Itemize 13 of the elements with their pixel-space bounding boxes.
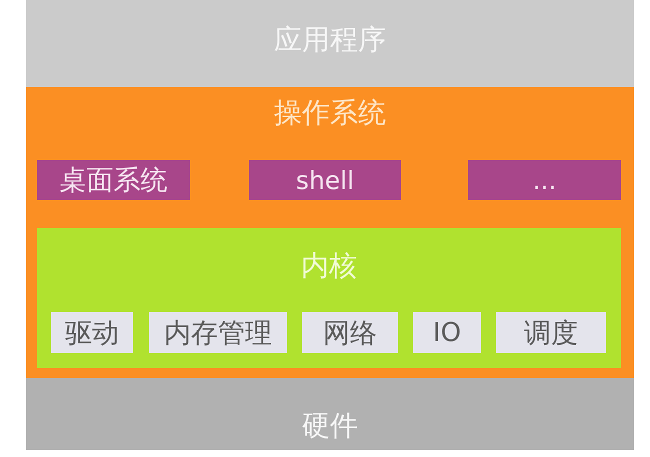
module-box: 驱动 bbox=[51, 312, 133, 353]
component-box: 桌面系统 bbox=[37, 160, 190, 200]
kernel-panel bbox=[37, 228, 621, 368]
layer-band: 硬件 bbox=[26, 378, 634, 450]
module-box: 内存管理 bbox=[149, 312, 287, 353]
layer-title: 操作系统 bbox=[273, 96, 387, 130]
layer-band bbox=[26, 87, 634, 378]
component-box: shell bbox=[249, 160, 401, 200]
component-box: ... bbox=[468, 160, 621, 200]
kernel-title: 内核 bbox=[300, 249, 358, 283]
module-box: 网络 bbox=[302, 312, 398, 353]
module-box: IO bbox=[413, 312, 481, 353]
module-box: 调度 bbox=[496, 312, 606, 353]
